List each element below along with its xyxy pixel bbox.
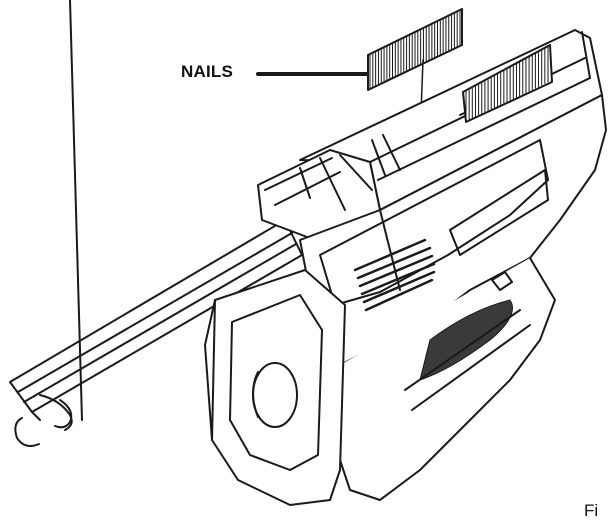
pusher-rail [9, 0, 303, 447]
nails-label: NAILS [181, 62, 233, 81]
end-cap [204, 269, 346, 506]
vent-slots [353, 238, 436, 312]
nail-strip [367, 8, 463, 141]
figure-label: Fi [584, 501, 599, 520]
nose-block [257, 149, 381, 241]
